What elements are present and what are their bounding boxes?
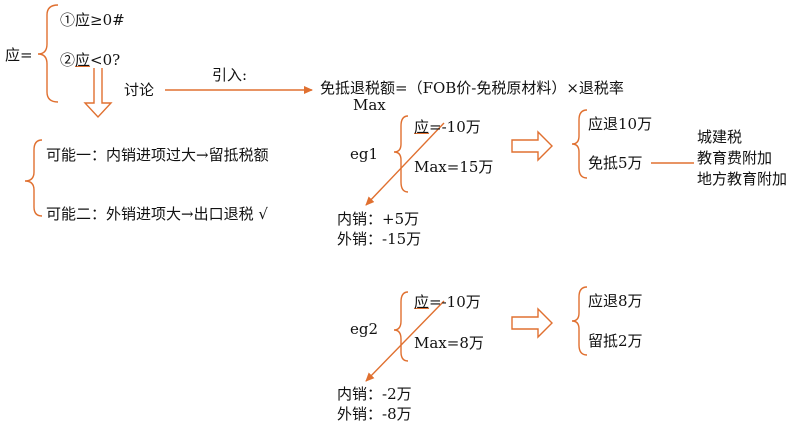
- formula-max-label: Max: [353, 96, 386, 114]
- introduce-label: 引入:: [212, 66, 248, 84]
- case-negative-ying: 应: [75, 51, 91, 69]
- formula-text: 免抵退税额=（FOB价-免税原材料）×退税率: [320, 79, 624, 97]
- eg2-refund: 应退8万: [588, 292, 643, 310]
- eg2-result-brace: [571, 286, 588, 356]
- case-nonnegative: ①应≥0#: [60, 11, 125, 29]
- eg1-domestic: 内销：+5万: [337, 210, 420, 228]
- eg1-max: Max=15万: [414, 158, 494, 176]
- ying-equals-label: 应=: [5, 46, 33, 64]
- case-negative-suffix: <0?: [90, 51, 121, 69]
- possibility-brace: [24, 139, 43, 217]
- possibility-two: 可能二：外销进项大→出口退税 √: [46, 205, 268, 223]
- eg2-ying-char: 应: [414, 293, 430, 311]
- eg1-label: eg1: [350, 145, 379, 163]
- eg1-tax-item: 地方教育附加: [697, 170, 788, 188]
- eg1-offset: 免抵5万: [588, 154, 643, 172]
- eg2-split-arrow: [365, 300, 445, 382]
- case-negative-prefix: ②: [60, 51, 76, 69]
- case-negative: ②应<0?: [60, 51, 120, 69]
- eg1-brace: [393, 115, 409, 193]
- discuss-label: 讨论: [124, 81, 155, 99]
- eg2-hollow-arrow: [511, 307, 553, 339]
- eg2-export: 外销：-8万: [337, 405, 412, 423]
- eg2-max: Max=8万: [414, 334, 484, 352]
- eg2-ying-value: 应=-10万: [414, 293, 481, 311]
- down-hollow-arrow: [83, 68, 113, 119]
- main-brace: [37, 4, 59, 103]
- eg2-retain: 留抵2万: [588, 332, 643, 350]
- eg1-tax-item: 城建税: [697, 128, 743, 146]
- eg1-ying-value: 应=-10万: [414, 118, 481, 136]
- eg1-refund: 应退10万: [588, 115, 653, 133]
- eg1-result-brace: [571, 109, 588, 179]
- eg1-hollow-arrow: [511, 130, 553, 162]
- eg1-split-arrow: [365, 122, 445, 206]
- eg1-tax-item: 教育费附加: [697, 149, 773, 167]
- eg1-ying-char: 应: [414, 118, 430, 136]
- eg1-export: 外销：-15万: [337, 230, 422, 248]
- possibility-one: 可能一：内销进项过大→留抵税额: [46, 146, 269, 164]
- eg2-label: eg2: [350, 320, 379, 338]
- eg1-ying-number: =-10万: [429, 118, 481, 136]
- eg2-domestic: 内销：-2万: [337, 385, 412, 403]
- eg2-brace: [393, 291, 409, 362]
- eg2-ying-number: =-10万: [429, 293, 481, 311]
